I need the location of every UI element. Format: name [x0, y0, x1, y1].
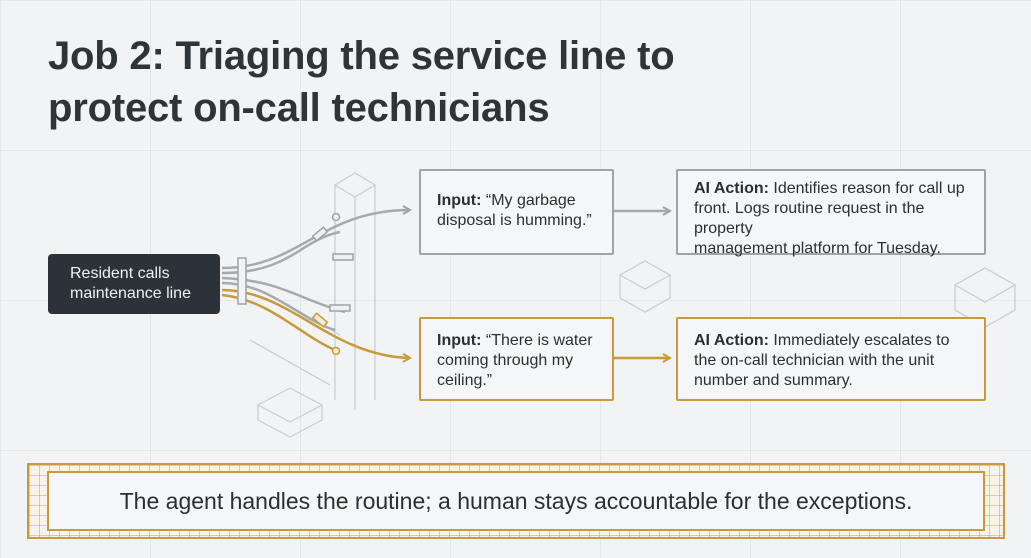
exception-connector-pins	[311, 312, 341, 356]
routine-action-label: AI Action:	[694, 180, 769, 197]
routine-action-text-2: front. Logs routine request in the prope…	[694, 200, 925, 237]
exception-input-text-2: coming through my	[437, 352, 574, 369]
summary-banner: The agent handles the routine; a human s…	[27, 463, 1005, 539]
exception-input-text-1: “There is water	[481, 332, 593, 349]
summary-banner-panel: The agent handles the routine; a human s…	[47, 471, 985, 531]
summary-banner-text: The agent handles the routine; a human s…	[119, 487, 913, 514]
routine-input-box: Input: “My garbage disposal is humming.”	[419, 169, 614, 255]
cable-clamp	[237, 257, 247, 305]
exception-action-label: AI Action:	[694, 332, 769, 349]
page-title: Job 2: Triaging the service line to prot…	[48, 30, 768, 134]
title-line-2: protect on-call technicians	[48, 86, 550, 130]
routine-action-text-3: management platform for Tuesday.	[694, 240, 941, 257]
routine-action-box: AI Action: Identifies reason for call up…	[676, 169, 986, 257]
source-label-line-2: maintenance line	[70, 285, 191, 302]
exception-action-text-2: the on-call technician with the unit	[694, 352, 935, 369]
source-label-line-1: Resident calls	[70, 265, 170, 282]
routine-input-label: Input:	[437, 192, 482, 209]
title-line-1: Job 2: Triaging the service line to	[48, 34, 675, 78]
routine-action-text-1: Identifies reason for call up	[768, 180, 965, 197]
routine-input-text-1: “My garbage	[481, 192, 576, 209]
source-node-resident-calls: Resident calls maintenance line	[48, 254, 220, 314]
routine-connector-pins	[311, 212, 354, 312]
exception-input-box: Input: “There is water coming through my…	[419, 317, 614, 401]
routine-input-text-2: disposal is humming.”	[437, 212, 592, 229]
exception-action-text-3: number and summary.	[694, 372, 853, 389]
exception-input-label: Input:	[437, 332, 482, 349]
exception-action-text-1: Immediately escalates to	[768, 332, 950, 349]
exception-input-text-3: ceiling.”	[437, 372, 493, 389]
exception-action-box: AI Action: Immediately escalates to the …	[676, 317, 986, 401]
